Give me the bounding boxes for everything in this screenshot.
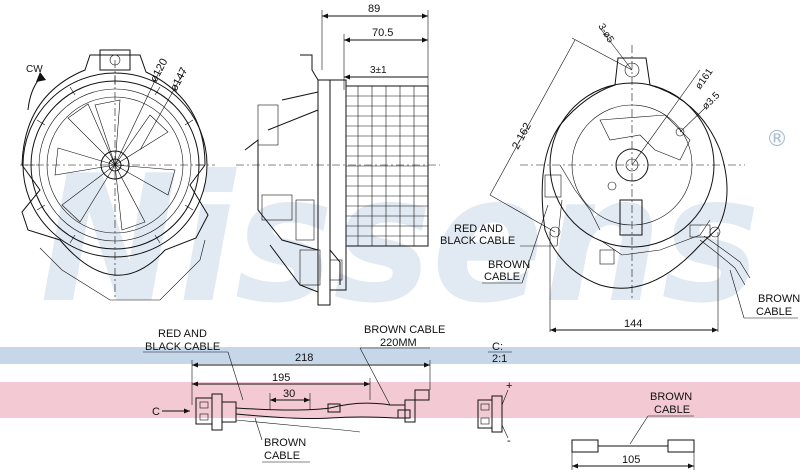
callout-red-black-line1: RED AND bbox=[454, 223, 503, 235]
callout-brown-right-line2: CABLE bbox=[756, 306, 792, 318]
cable-brown-bottom-line1: BROWN bbox=[264, 437, 306, 449]
dia-120-label: ø120 bbox=[148, 57, 170, 85]
connector-detail: C: 2:1 + - bbox=[477, 341, 512, 447]
cable-view: RED AND BLACK CABLE BROWN CABLE 220MM 21… bbox=[143, 324, 445, 463]
cable-brown-bottom-line2: CABLE bbox=[264, 450, 300, 462]
dim-70-5-label: 70.5 bbox=[372, 27, 393, 39]
detail-minus: - bbox=[507, 435, 511, 447]
rotation-label: CW bbox=[26, 64, 43, 75]
loose-cable-dim: 105 bbox=[622, 454, 640, 466]
loose-cable-line2: CABLE bbox=[654, 404, 690, 416]
dim-3-label: 3±1 bbox=[370, 65, 387, 76]
blue-band bbox=[0, 347, 800, 364]
loose-cable: BROWN CABLE 105 bbox=[571, 391, 695, 470]
dim-218-label: 218 bbox=[295, 352, 313, 364]
dim-30-label: 30 bbox=[283, 388, 295, 400]
callout-brown-mid-line2: CABLE bbox=[484, 271, 520, 283]
loose-cable-line1: BROWN bbox=[650, 391, 692, 403]
detail-plus: + bbox=[506, 380, 512, 392]
side-view: 89 70.5 3±1 bbox=[236, 3, 440, 306]
cable-brown-220-line2: 220MM bbox=[380, 337, 417, 349]
detail-label: C: bbox=[492, 341, 503, 353]
dia-3-5-label: ø3.5 bbox=[700, 90, 722, 112]
rear-view: 3-ø5 ø161 ø3.5 2-162 144 RED AND BLACK C… bbox=[440, 22, 800, 333]
dim-144-label: 144 bbox=[624, 318, 642, 330]
label-c: C bbox=[152, 406, 160, 418]
dim-89-label: 89 bbox=[368, 3, 380, 15]
registered-mark: ® bbox=[766, 127, 788, 152]
pink-band bbox=[0, 382, 800, 418]
dim-195-label: 195 bbox=[272, 372, 290, 384]
cable-red-black-line1: RED AND bbox=[158, 328, 207, 340]
cable-red-black-line2: BLACK CABLE bbox=[145, 341, 220, 353]
dia-161-label: ø161 bbox=[693, 66, 715, 91]
dia-147-label: ø147 bbox=[168, 66, 190, 94]
callout-red-black-line2: BLACK CABLE bbox=[440, 235, 515, 247]
holes-label: 3-ø5 bbox=[595, 22, 615, 46]
callout-brown-mid-line1: BROWN bbox=[488, 259, 530, 271]
cable-brown-220-line1: BROWN CABLE bbox=[364, 324, 445, 336]
detail-scale: 2:1 bbox=[492, 353, 507, 365]
callout-brown-right-line1: BROWN bbox=[758, 293, 800, 305]
